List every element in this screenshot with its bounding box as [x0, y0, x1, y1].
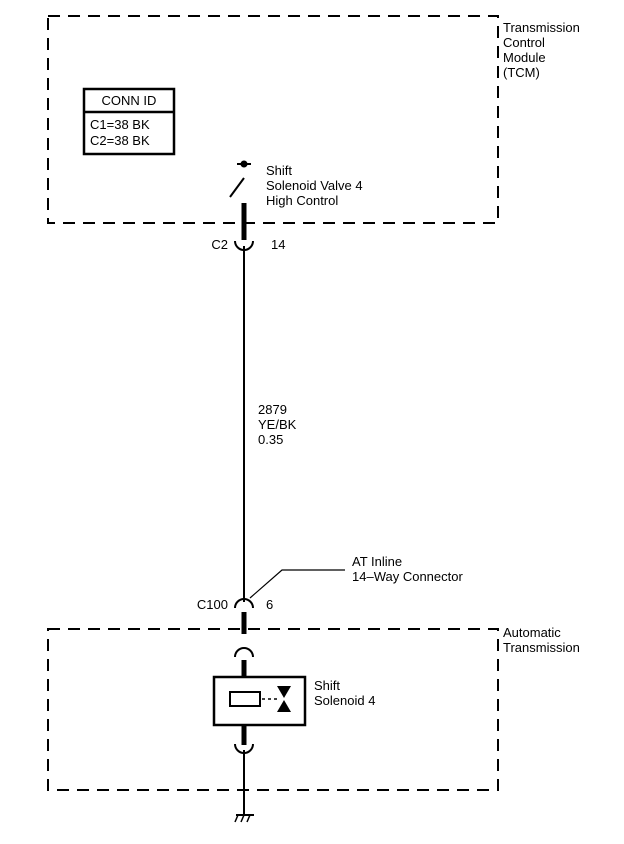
conn-id-row: C2=38 BK — [90, 133, 150, 148]
solenoid-label: Shift Solenoid 4 — [314, 678, 375, 708]
high-control-switch — [229, 160, 251, 223]
automatic-transmission-boundary — [47, 628, 499, 791]
inline-connector-label-line: AT Inline — [352, 554, 402, 569]
c100-connector-pin: 6 — [266, 597, 273, 612]
switch-label-line: High Control — [266, 193, 338, 208]
tcm-boundary — [47, 15, 499, 224]
valve-icon — [277, 686, 291, 712]
c2-connector-symbol — [234, 223, 254, 251]
wire-gauge: 0.35 — [258, 432, 283, 447]
wire-color: YE/BK — [258, 417, 297, 432]
solenoid-lower-connector — [234, 725, 254, 754]
c2-connector-name: C2 — [211, 237, 228, 252]
tcm-label: Transmission Control Module (TCM) — [503, 20, 583, 80]
inline-connector-leader — [249, 569, 345, 599]
tcm-label-line: Module — [503, 50, 546, 65]
inline-connector-label: AT Inline 14–Way Connector — [352, 554, 463, 584]
shift-solenoid-4 — [212, 675, 307, 727]
conn-id-box: CONN ID C1=38 BK C2=38 BK — [82, 87, 176, 156]
solenoid-label-line: Solenoid 4 — [314, 693, 375, 708]
ground-icon — [234, 814, 254, 823]
inline-connector-label-line: 14–Way Connector — [352, 569, 463, 584]
tcm-label-line: Control — [503, 35, 545, 50]
tcm-label-line: Transmission — [503, 20, 580, 35]
conn-id-title: CONN ID — [102, 93, 157, 108]
wire-label: 2879 YE/BK 0.35 — [258, 402, 300, 447]
c2-connector-pin: 14 — [271, 237, 285, 252]
switch-label-line: Shift — [266, 163, 292, 178]
automatic-transmission-label-line: Automatic — [503, 625, 561, 640]
c100-connector-name: C100 — [197, 597, 228, 612]
switch-label-line: Solenoid Valve 4 — [266, 178, 363, 193]
automatic-transmission-label-line: Transmission — [503, 640, 580, 655]
wire-circuit: 2879 — [258, 402, 287, 417]
solenoid-upper-connector — [234, 647, 254, 678]
automatic-transmission-label: Automatic Transmission — [503, 625, 580, 655]
switch-label: Shift Solenoid Valve 4 High Control — [266, 163, 366, 208]
conn-id-row: C1=38 BK — [90, 117, 150, 132]
solenoid-coil — [229, 691, 261, 707]
solenoid-label-line: Shift — [314, 678, 340, 693]
c100-connector-symbol — [234, 598, 254, 634]
tcm-label-line: (TCM) — [503, 65, 540, 80]
